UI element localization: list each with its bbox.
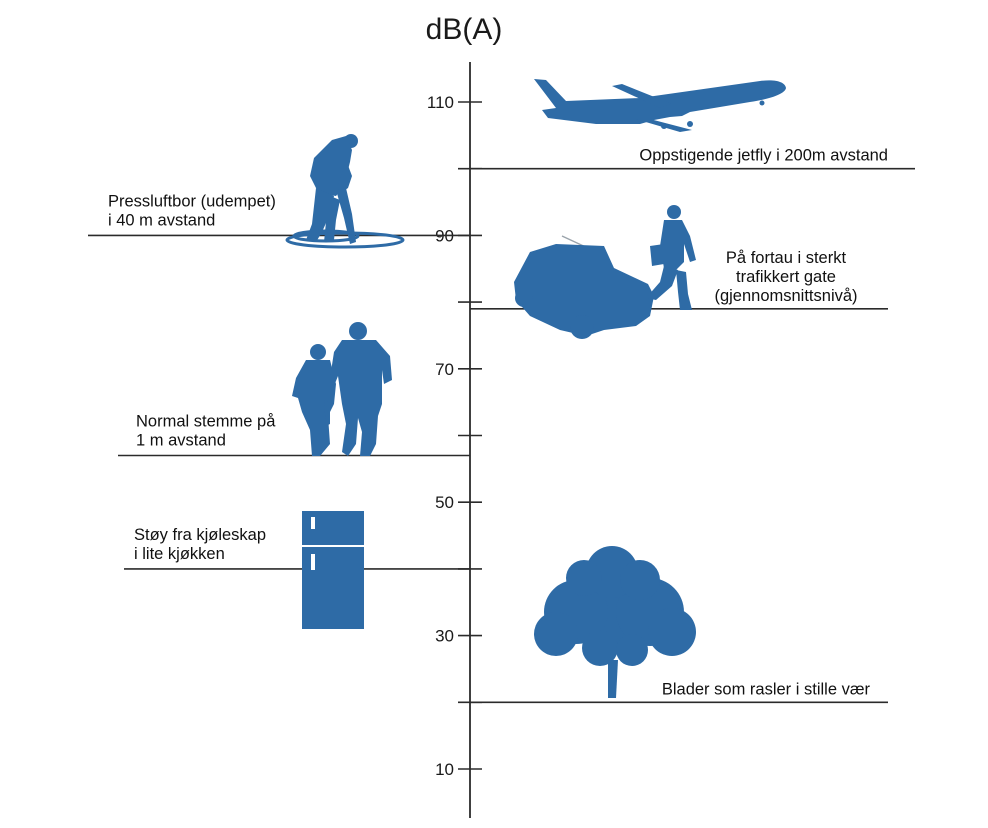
unit-title: dB(A) <box>426 13 503 46</box>
tree-icon <box>534 546 696 698</box>
source-label-stemme: Normal stemme på <box>136 413 276 431</box>
tick-label: 10 <box>435 760 454 779</box>
source-label-fortau: På fortau i sterkt <box>726 249 847 267</box>
source-label-blader: Blader som rasler i stille vær <box>662 680 871 698</box>
source-label-fortau: (gjennomsnittsnivå) <box>714 287 857 305</box>
tick-label: 30 <box>435 627 454 646</box>
airplane-icon <box>534 79 786 132</box>
source-label-kjoleskap: i lite kjøkken <box>134 545 225 563</box>
source-label-pressluftbor: i 40 m avstand <box>108 211 215 229</box>
source-label-stemme: 1 m avstand <box>136 432 226 450</box>
tick-label: 50 <box>435 493 454 512</box>
tick-label: 110 <box>427 93 454 112</box>
source-label-jetfly: Oppstigende jetfly i 200m avstand <box>639 147 888 165</box>
car-and-pedestrian-icon <box>514 205 696 339</box>
source-label-kjoleskap: Støy fra kjøleskap <box>134 526 266 544</box>
tick-label: 70 <box>435 360 454 379</box>
refrigerator-icon <box>302 511 364 629</box>
source-label-pressluftbor: Pressluftbor (udempet) <box>108 192 276 210</box>
two-people-walking-icon <box>292 322 392 456</box>
source-label-fortau: trafikkert gate <box>736 268 836 286</box>
jackhammer-worker-icon <box>285 134 405 249</box>
noise-sources: Oppstigende jetfly i 200m avstandPresslu… <box>88 147 915 704</box>
